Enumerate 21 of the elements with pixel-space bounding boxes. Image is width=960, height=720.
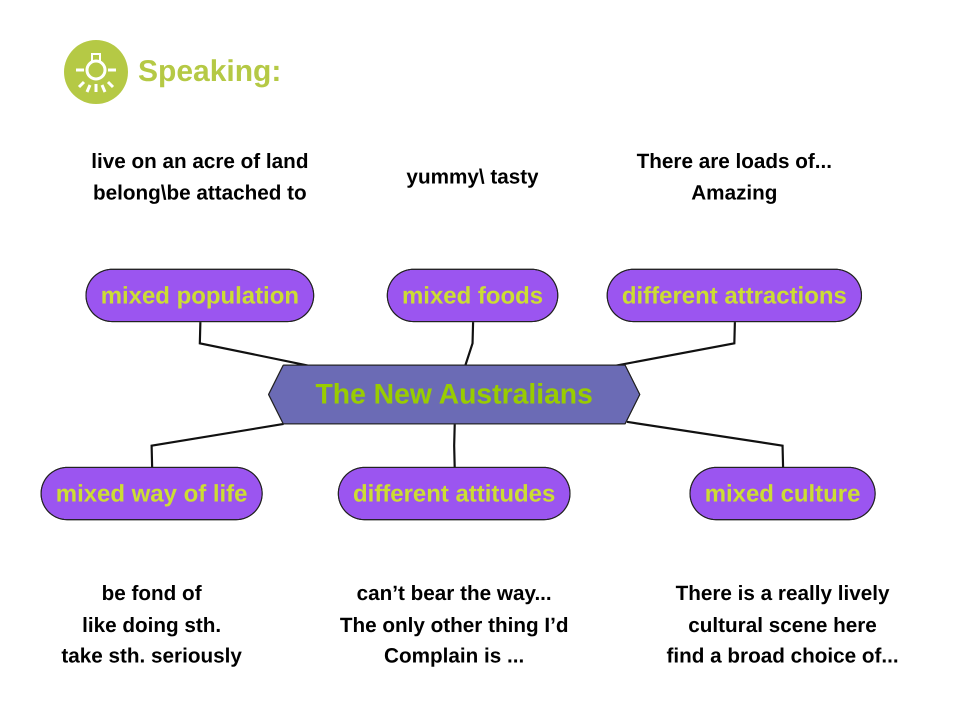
node-label: Complain is ... bbox=[384, 644, 524, 668]
node-label: belong\be attached to bbox=[92, 182, 307, 205]
connector bbox=[464, 322, 474, 366]
node-label: There are loads of... bbox=[636, 150, 832, 174]
title: Speaking: bbox=[138, 55, 282, 89]
node-label: find a broad choice of... bbox=[666, 644, 899, 668]
node-label: yummy\ tasty bbox=[406, 166, 539, 190]
connector bbox=[626, 420, 784, 468]
node-label: cultural scene here bbox=[688, 614, 877, 637]
node-label: can’t bear the way... bbox=[356, 582, 552, 606]
node-label: Amazing bbox=[691, 182, 778, 205]
connector bbox=[453, 424, 456, 468]
node-label: be fond of bbox=[102, 582, 202, 606]
connector bbox=[615, 322, 736, 367]
node-label: The only other thing I’d bbox=[340, 614, 569, 637]
node-label: like doing sth. bbox=[82, 614, 222, 637]
node-label: live on an acre of land bbox=[91, 150, 308, 174]
connector bbox=[150, 422, 284, 468]
node-label: There is a really lively bbox=[676, 582, 890, 606]
node-label: take sth. seriously bbox=[61, 644, 242, 668]
connector bbox=[198, 322, 309, 367]
